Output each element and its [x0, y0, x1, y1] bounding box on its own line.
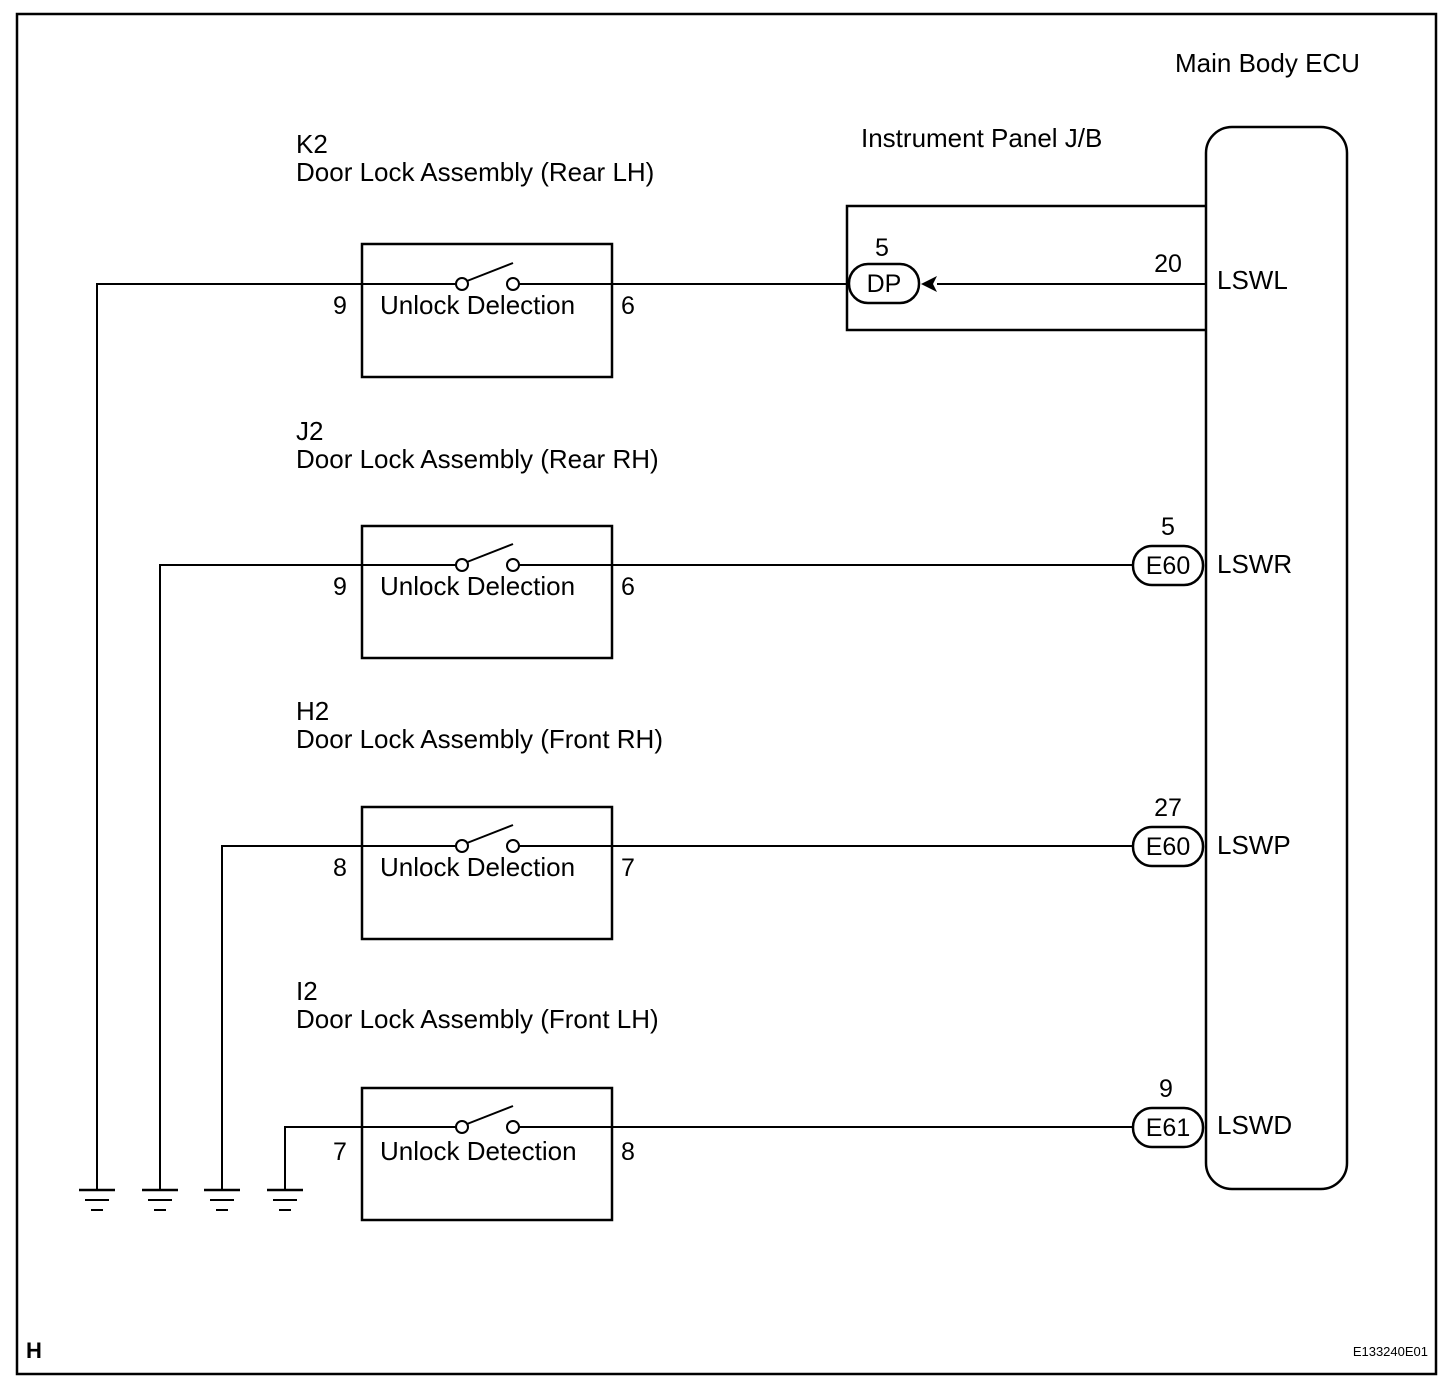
junction-block-connector-label: DP [867, 270, 902, 298]
connector-e60 [1131, 544, 1205, 587]
ecu-pin-lswd: LSWD [1217, 1110, 1292, 1140]
pin-left: 8 [333, 854, 347, 882]
ecu-body [1204, 125, 1349, 1191]
pin-right: 8 [621, 1138, 635, 1166]
assembly-box [360, 524, 614, 660]
ecu-pin-lswp: LSWP [1217, 830, 1291, 860]
switch-label: Unlock Delection [380, 571, 575, 601]
ecu-title: Main Body ECU [1175, 48, 1360, 78]
switch-contact-icon [455, 277, 469, 291]
assembly-i2: I2 Door Lock Assembly (Front LH) Unlock … [284, 976, 1205, 1222]
pin-left: 9 [333, 292, 347, 320]
ground-wire [284, 1126, 362, 1190]
assembly-box [360, 242, 614, 379]
switch-blade-icon [466, 1105, 514, 1125]
assembly-title: Door Lock Assembly (Rear RH) [296, 444, 659, 474]
ground-icon [79, 1188, 115, 1211]
switch-label: Unlock Delection [380, 290, 575, 320]
junction-block-title: Instrument Panel J/B [861, 123, 1102, 153]
ecu-pin-lswr: LSWR [1217, 549, 1292, 579]
corner-letter: H [26, 1338, 42, 1363]
junction-arrow-icon [921, 276, 937, 292]
pin-left: 9 [333, 573, 347, 601]
switch-blade-icon [466, 824, 514, 844]
connector-e60 [1131, 825, 1205, 868]
pin-right: 6 [621, 573, 635, 601]
switch-blade-icon [466, 543, 514, 563]
assembly-title: Door Lock Assembly (Rear LH) [296, 157, 654, 187]
assembly-title: Door Lock Assembly (Front LH) [296, 1004, 659, 1034]
pin-right: 6 [621, 292, 635, 320]
assembly-code: H2 [296, 696, 329, 726]
switch-contact-icon [455, 839, 469, 853]
connector-label: E61 [1146, 1114, 1190, 1142]
switch-contact-icon [506, 558, 520, 572]
assembly-code: K2 [296, 129, 328, 159]
connector-pin: 5 [1161, 513, 1175, 541]
ecu-pin-lswl: LSWL [1217, 265, 1288, 295]
figure-code: E133240E01 [1353, 1344, 1428, 1359]
pin-left: 7 [333, 1138, 347, 1166]
connector-label: E60 [1146, 833, 1190, 861]
ground-icon [204, 1188, 240, 1211]
assembly-box [360, 805, 614, 941]
assembly-code: I2 [296, 976, 318, 1006]
connector-pin: 27 [1154, 794, 1182, 822]
assembly-box [360, 1086, 614, 1222]
diagram-frame [15, 12, 1438, 1376]
switch-contact-icon [455, 1120, 469, 1134]
switch-contact-icon [455, 558, 469, 572]
ground-wire [96, 283, 362, 1190]
switch-blade-icon [466, 262, 514, 282]
assembly-h2: H2 Door Lock Assembly (Front RH) Unlock … [221, 696, 1205, 1190]
ground-wire [221, 845, 362, 1190]
switch-contact-icon [506, 277, 520, 291]
switch-contact-icon [506, 839, 520, 853]
ground-icon [267, 1188, 303, 1211]
assembly-j2: J2 Door Lock Assembly (Rear RH) Unlock D… [159, 416, 1205, 1190]
switch-label: Unlock Delection [380, 852, 575, 882]
assembly-title: Door Lock Assembly (Front RH) [296, 724, 663, 754]
switch-contact-icon [506, 1120, 520, 1134]
ground-icon [142, 1188, 178, 1211]
connector-label: E60 [1146, 552, 1190, 580]
assembly-code: J2 [296, 416, 323, 446]
ground-wire [159, 564, 362, 1190]
junction-block-box [845, 204, 1206, 332]
junction-block-ecu-pin: 20 [1154, 250, 1182, 278]
pin-right: 7 [621, 854, 635, 882]
assembly-k2: K2 Door Lock Assembly (Rear LH) Unlock D… [96, 129, 654, 1190]
junction-block-in-pin: 5 [875, 234, 889, 262]
connector-pin: 9 [1159, 1075, 1173, 1103]
connector-e61 [1131, 1106, 1205, 1149]
switch-label: Unlock Detection [380, 1136, 577, 1166]
